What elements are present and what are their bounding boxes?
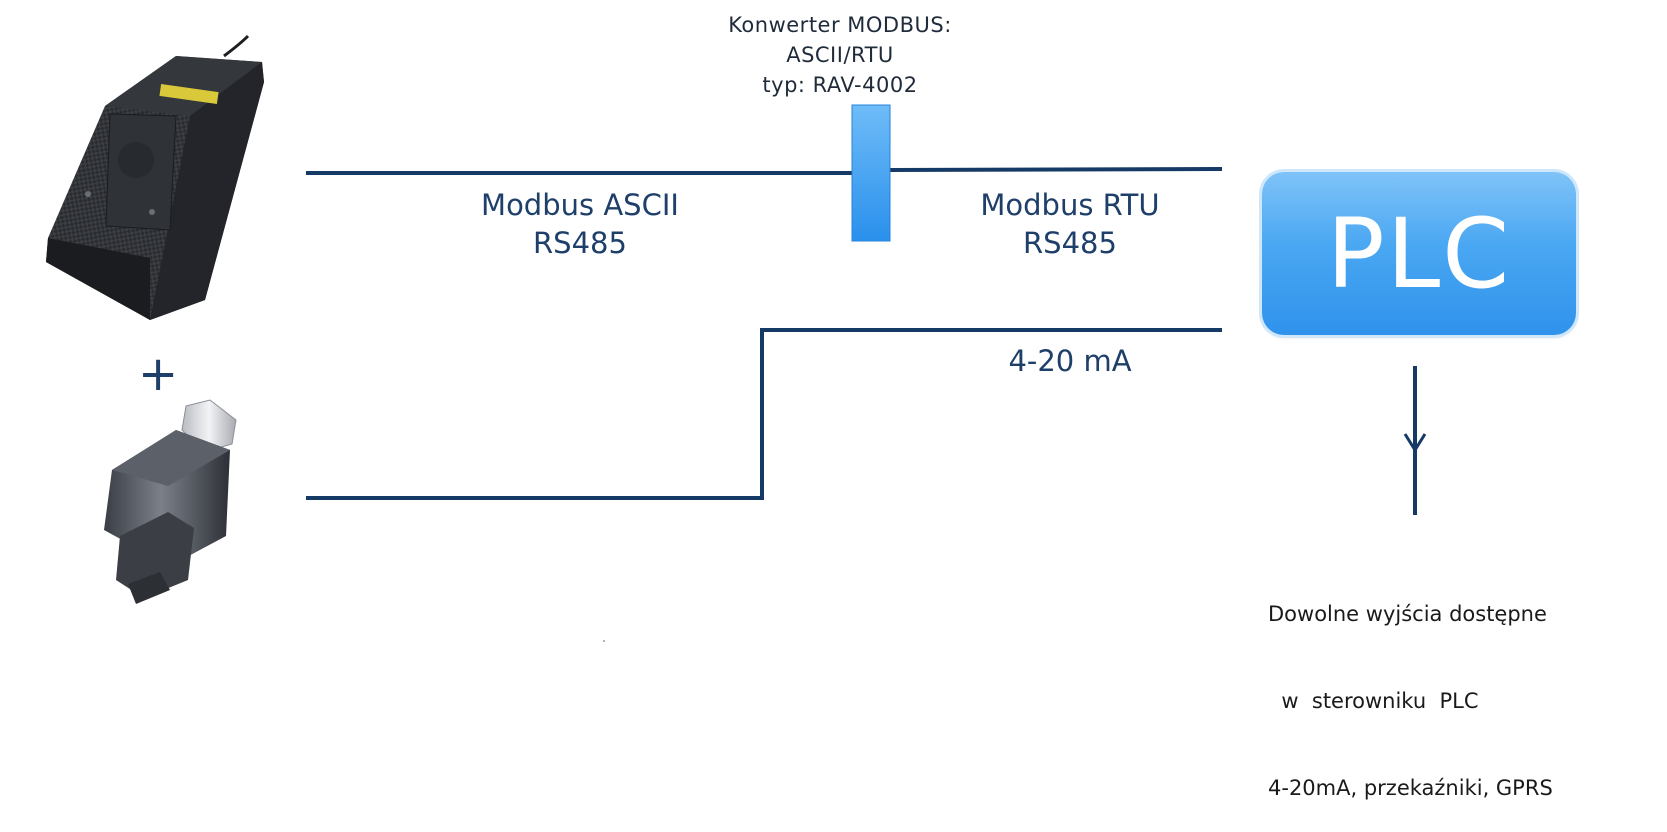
wiring-diagram: [46, 34, 1427, 642]
ascii-interface: RS485: [533, 226, 627, 260]
analog-link-label: 4-20 mA: [1008, 344, 1132, 378]
converter-label-line1: Konwerter MODBUS:: [728, 13, 952, 37]
plus-sign: +: [138, 346, 179, 402]
ascii-protocol: Modbus ASCII: [481, 188, 679, 222]
arrow-down-icon: [1403, 366, 1427, 515]
modbus-line-rtu: [887, 167, 1223, 172]
outputs-note-line2: w sterowniku PLC: [1268, 689, 1479, 713]
converter-label-line2: ASCII/RTU: [786, 43, 894, 67]
outputs-note-line1: Dowolne wyjścia dostępne: [1268, 602, 1547, 626]
rtu-link-label: Modbus RTU RS485: [910, 186, 1230, 262]
rtu-interface: RS485: [1023, 226, 1117, 260]
plc-label: PLC: [1326, 197, 1512, 310]
pressure-transmitter-icon: [104, 399, 237, 604]
converter-label: Konwerter MODBUS: ASCII/RTU typ: RAV-400…: [700, 10, 980, 100]
radar-level-sensor-icon: [46, 34, 264, 320]
outputs-note: Dowolne wyjścia dostępne w sterowniku PL…: [1268, 542, 1553, 832]
rtu-protocol: Modbus RTU: [980, 188, 1160, 222]
ascii-link-label: Modbus ASCII RS485: [420, 186, 740, 262]
converter-block: [851, 104, 891, 242]
converter-label-line3: typ: RAV-4002: [762, 73, 918, 97]
analog-line: [306, 328, 1222, 500]
plc-box: PLC: [1262, 172, 1576, 335]
outputs-note-line3: 4-20mA, przekaźniki, GPRS: [1268, 776, 1553, 800]
